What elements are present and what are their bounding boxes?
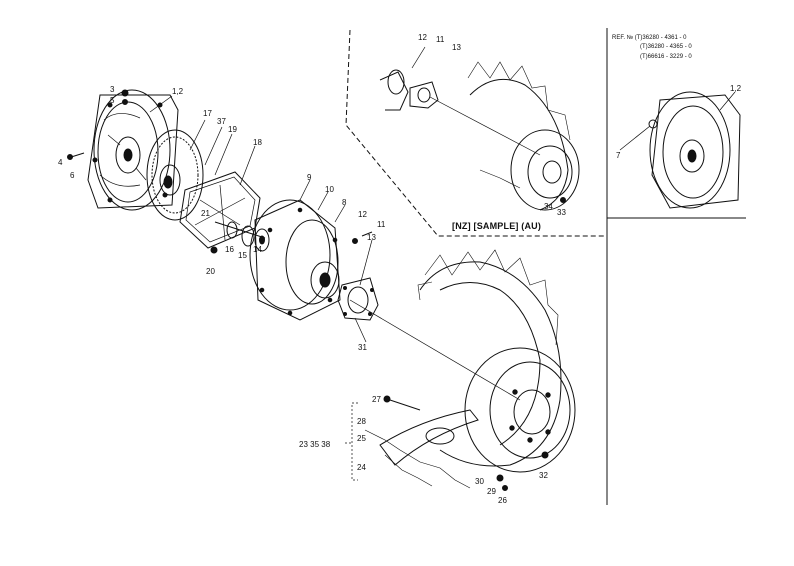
callout-labels: 3 5 1,2 17 37 19 18 4 6 21 16 15 14 20 9… [58, 33, 742, 505]
right-housing [619, 91, 741, 209]
inset-callout-34: 34 [544, 202, 553, 211]
axle-shaft [349, 299, 521, 401]
callout-27: 27 [372, 395, 381, 404]
axle-flange [337, 277, 379, 321]
leader-lines [149, 46, 736, 343]
callout-37: 37 [217, 117, 226, 126]
callout-21: 21 [201, 209, 210, 218]
bearing-assembly [214, 221, 270, 252]
callout-bracket: 23 35 38 [299, 440, 331, 449]
fasteners [67, 89, 549, 491]
callout-9: 9 [307, 173, 312, 182]
fender [379, 409, 479, 466]
callout-31: 31 [358, 343, 367, 352]
right-callout-1-2: 1,2 [730, 84, 742, 93]
callout-28: 28 [357, 417, 366, 426]
callout-19: 19 [228, 125, 237, 134]
callout-15: 15 [238, 251, 247, 260]
callout-29: 29 [487, 487, 496, 496]
callout-18: 18 [253, 138, 262, 147]
callout-13: 13 [367, 233, 376, 242]
callout-14: 14 [253, 245, 262, 254]
callout-4: 4 [58, 158, 63, 167]
callout-16: 16 [225, 245, 234, 254]
callout-1-2: 1,2 [172, 87, 184, 96]
flywheel-gear [146, 129, 204, 221]
panel-dividers [345, 28, 746, 505]
callout-26: 26 [498, 496, 507, 505]
callout-25: 25 [357, 434, 366, 443]
callout-30: 30 [475, 477, 484, 486]
transmission-case [249, 199, 341, 321]
inset-assembly [379, 61, 580, 211]
bracket [345, 402, 358, 481]
ref-line-2: (T)36280 - 4365 - 0 [640, 44, 692, 50]
inset-callout-13: 13 [452, 43, 461, 52]
reference-block: REF. № (T)36280 - 4361 - 0 (T)36280 - 43… [612, 34, 692, 60]
callout-8: 8 [342, 198, 347, 207]
main-tire [364, 249, 562, 489]
callout-32: 32 [539, 471, 548, 480]
callout-11: 11 [377, 220, 386, 229]
callout-12: 12 [358, 210, 367, 219]
callout-5: 5 [110, 96, 115, 105]
callout-24: 24 [357, 463, 366, 472]
variant-caption: [NZ] [SAMPLE] (AU) [452, 221, 541, 231]
inset-callout-33: 33 [557, 208, 566, 217]
inset-callout-12: 12 [418, 33, 427, 42]
right-callout-7: 7 [616, 151, 621, 160]
callout-17: 17 [203, 109, 212, 118]
ref-line-1: REF. № (T)36280 - 4361 - 0 [612, 34, 687, 41]
callout-6: 6 [70, 171, 75, 180]
callout-3: 3 [110, 85, 115, 94]
callout-20: 20 [206, 267, 215, 276]
callout-10: 10 [325, 185, 334, 194]
main-wheel-rim [464, 347, 576, 473]
inset-callout-11: 11 [436, 35, 445, 44]
ref-line-3: (T)66616 - 3229 - 0 [640, 54, 692, 60]
